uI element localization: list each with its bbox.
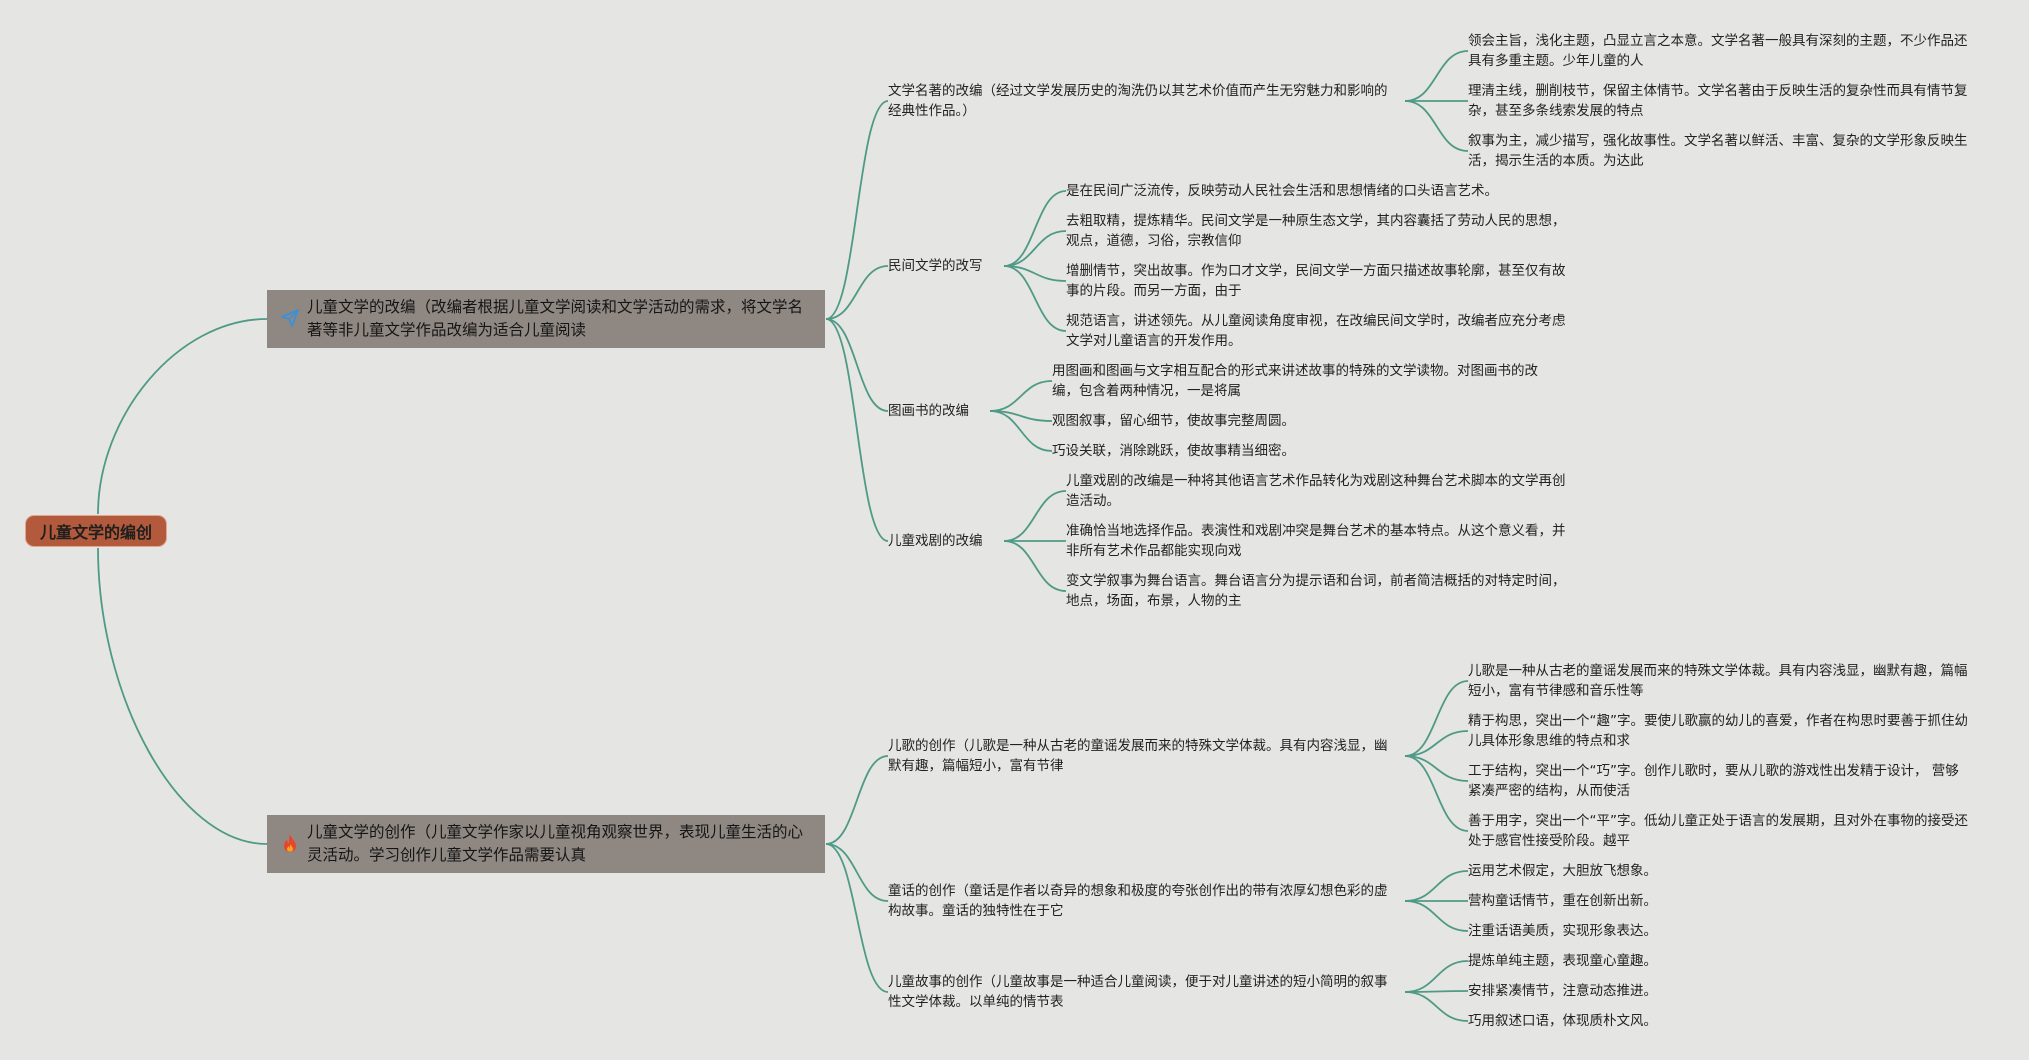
leaf-item[interactable]: 理清主线，删削枝节，保留主体情节。文学名著由于反映生活的复杂性而具有情节复杂，甚… [1468,83,1968,119]
leaf-item[interactable]: 领会主旨，浅化主题，凸显立言之本意。文学名著一般具有深刻的主题，不少作品还具有多… [1468,33,1968,69]
subtopic-picture-book[interactable]: 图画书的改编 [888,403,969,419]
leaf-link [1003,265,1067,282]
root-link [97,547,268,845]
leaf-item[interactable]: 用图画和图画与文字相互配合的形式来讲述故事的特殊的文学读物。对图画书的改编，包含… [1052,363,1538,399]
subtopic-classics-adaptation[interactable]: 文学名著的改编（经过文学发展历史的淘洗仍以其艺术价值而产生无穷魅力和影响的经典性… [888,83,1388,119]
leaf-link [1404,100,1469,152]
leaf-link [1003,540,1067,592]
topic-link [825,100,889,320]
subtopic-nursery-rhyme[interactable]: 儿歌的创作（儿歌是一种从古老的童谣发展而来的特殊文学体裁。具有内容浅显，幽默有趣… [888,738,1388,774]
subtopic-fairy-tale[interactable]: 童话的创作（童话是作者以奇异的想象和极度的夸张创作出的带有浓厚幻想色彩的虚构故事… [888,883,1388,919]
leaf-link [1404,680,1469,757]
leaf-item[interactable]: 营构童话情节，重在创新出新。 [1468,893,1657,909]
topic-label: 儿童文学的改编（改编者根据儿童文学阅读和文学活动的需求，将文学名著等非儿童文学作… [307,298,804,339]
leaf-item[interactable]: 注重话语美质，实现形象表达。 [1468,923,1657,939]
leaf-link [1003,230,1067,267]
leaf-link [989,380,1053,412]
fire-icon [284,834,296,852]
leaf-link [1003,265,1067,332]
leaf-item[interactable]: 准确恰当地选择作品。表演性和戏剧冲突是舞台艺术的基本特点。从这个意义看，并非所有… [1066,523,1566,559]
topic-link [825,843,889,902]
leaf-item[interactable]: 观图叙事，留心细节，使故事完整周圆。 [1052,413,1295,429]
topic-link [825,318,889,412]
leaf-item[interactable]: 规范语言，讲述领先。从儿童阅读角度审视，在改编民间文学时，改编者应充分考虑文学对… [1066,313,1566,349]
leaf-item[interactable]: 巧用叙述口语，体现质朴文风。 [1468,1013,1657,1029]
leaf-item[interactable]: 安排紧凑情节，注意动态推进。 [1468,983,1657,999]
leaf-link [1404,960,1469,993]
leaf-link [1404,50,1469,102]
subtopic-folk-literature[interactable]: 民间文学的改写 [888,258,983,274]
topic-adaptation[interactable]: 儿童文学的改编（改编者根据儿童文学阅读和文学活动的需求，将文学名著等非儿童文学作… [267,290,825,348]
leaf-item[interactable]: 善于用字，突出一个“平”字。低幼儿童正处于语言的发展期，且对外在事物的接受还处于… [1468,813,1968,849]
leaf-link [1404,991,1469,1022]
subtopic-children-story[interactable]: 儿童故事的创作（儿童故事是一种适合儿童阅读，便于对儿童讲述的短小简明的叙事性文学… [888,974,1388,1010]
topic-link [825,843,889,993]
leaf-item[interactable]: 运用艺术假定，大胆放飞想象。 [1468,863,1657,879]
leaf-link [1003,190,1067,267]
leaf-link [1003,490,1067,542]
leaf-link [1404,730,1469,757]
topic-creation[interactable]: 儿童文学的创作（儿童文学作家以儿童视角观察世界，表现儿童生活的心灵活动。学习创作… [267,815,825,873]
leaf-item[interactable]: 儿歌是一种从古老的童谣发展而来的特殊文学体裁。具有内容浅显，幽默有趣，篇幅短小，… [1468,663,1968,699]
leaf-link [1404,870,1469,902]
leaf-item[interactable]: 提炼单纯主题，表现童心童趣。 [1468,953,1657,969]
leaf-item[interactable]: 变文学叙事为舞台语言。舞台语言分为提示语和台词，前者简洁概括的对特定时间，地点，… [1066,573,1566,609]
leaf-item[interactable]: 巧设关联，消除跳跃，使故事精当细密。 [1052,443,1295,459]
paper-plane-icon [281,309,299,327]
leaf-item[interactable]: 工于结构，突出一个“巧”字。创作儿歌时，要从儿歌的游戏性出发精于设计， 营够紧凑… [1468,763,1959,799]
leaf-link [989,410,1053,452]
leaf-item[interactable]: 精于构思，突出一个“趣”字。要使儿歌赢的幼儿的喜爱，作者在构思时要善于抓住幼儿具… [1468,713,1968,749]
subtopic-children-drama[interactable]: 儿童戏剧的改编 [888,533,983,549]
leaf-link [1404,900,1469,932]
leaf-item[interactable]: 儿童戏剧的改编是一种将其他语言艺术作品转化为戏剧这种舞台艺术脚本的文学再创造活动… [1066,473,1566,509]
leaf-item[interactable]: 叙事为主，减少描写，强化故事性。文学名著以鲜活、丰富、复杂的文学形象反映生活，揭… [1468,133,1968,169]
root-node[interactable]: 儿童文学的编创 [25,515,167,547]
topic-link [825,265,889,320]
topic-link [825,755,889,845]
leaf-item[interactable]: 增删情节，突出故事。作为口才文学，民间文学一方面只描述故事轮廓，甚至仅有故事的片… [1066,263,1566,299]
leaf-item[interactable]: 是在民间广泛流传，反映劳动人民社会生活和思想情绪的口头语言艺术。 [1066,183,1498,199]
leaf-link [1404,990,1469,993]
topic-label: 儿童文学的创作（儿童文学作家以儿童视角观察世界，表现儿童生活的心灵活动。学习创作… [307,823,804,864]
leaf-link [1404,755,1469,832]
root-link [97,318,268,515]
leaf-item[interactable]: 去粗取精，提炼精华。民间文学是一种原生态文学，其内容囊括了劳动人民的思想，观点，… [1066,213,1566,249]
topic-link [825,318,889,542]
leaf-link [1404,755,1469,782]
